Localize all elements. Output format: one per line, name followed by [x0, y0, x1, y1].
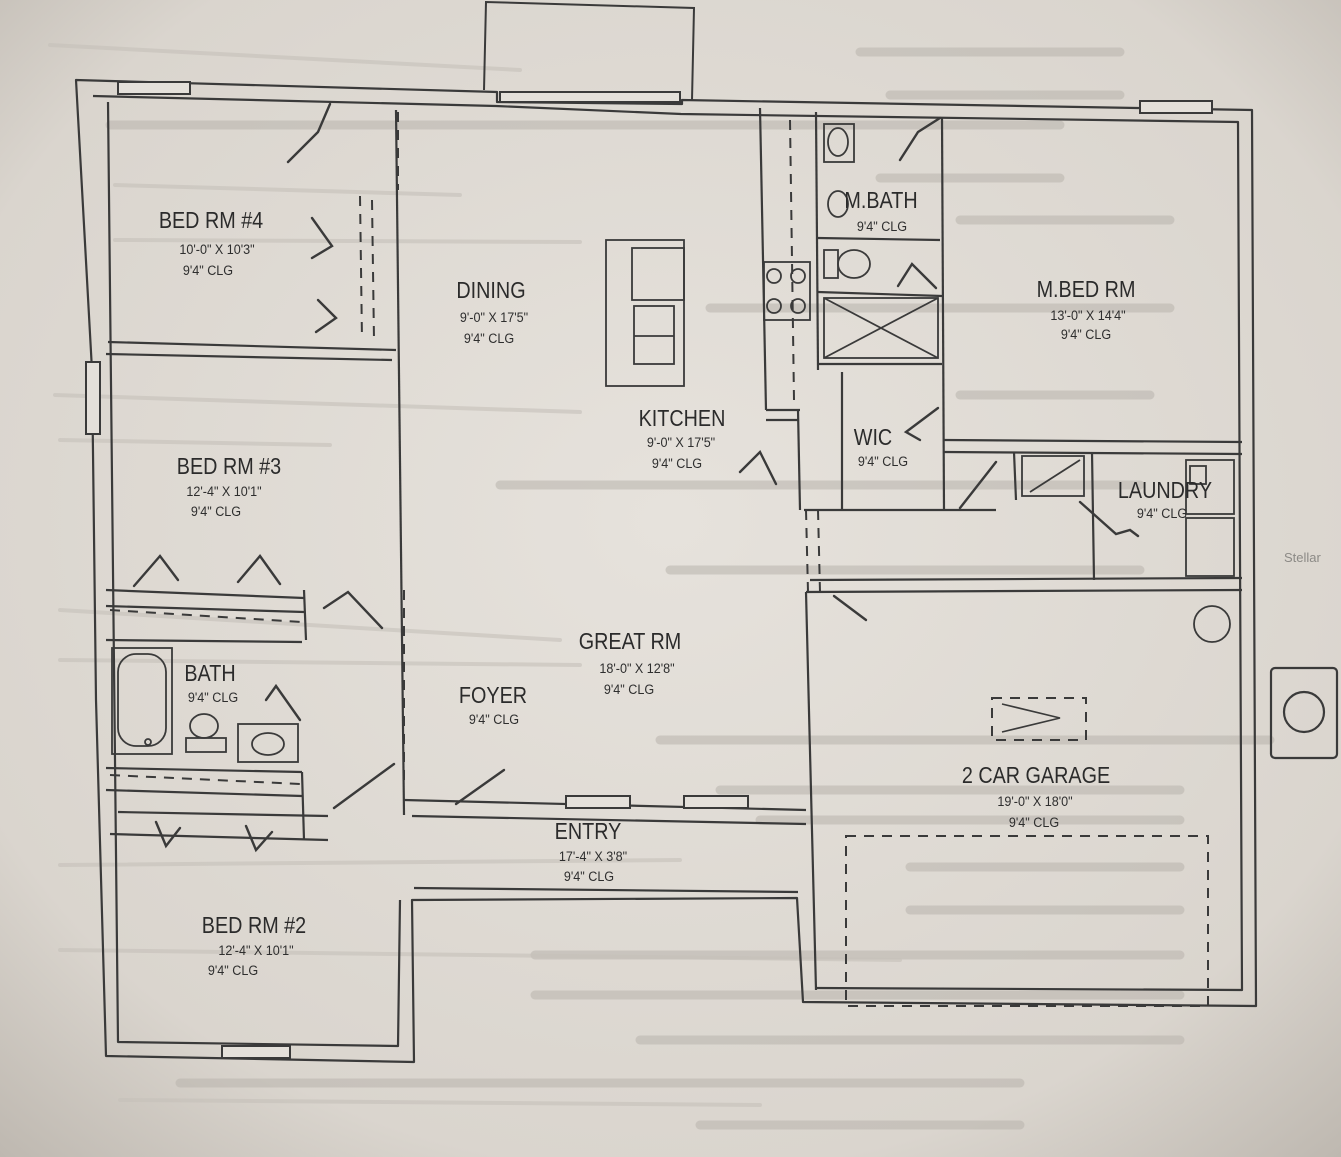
- room-dims: 17'-4" X 3'8": [559, 848, 628, 864]
- room-ceiling: 9'4" CLG: [191, 503, 241, 519]
- room-dims: 9'-0" X 17'5": [460, 309, 529, 325]
- room-name: M.BED RM: [1037, 277, 1136, 303]
- room-name: BATH: [184, 661, 235, 687]
- room-dims: 13'-0" X 14'4": [1050, 307, 1126, 323]
- windows: [85, 81, 1213, 1059]
- room-name: BED RM #2: [202, 913, 306, 939]
- dryer: [1185, 517, 1235, 577]
- show-through-lines: [105, 47, 1275, 1130]
- room-name: GREAT RM: [579, 629, 682, 655]
- label-m-bed-rm: M.BED RM 13'-0" X 14'4" 9'4" CLG: [1037, 277, 1136, 343]
- exterior-unit: [1269, 666, 1339, 760]
- washer: [1185, 459, 1235, 515]
- room-ceiling: 9'4" CLG: [183, 262, 233, 278]
- left-inner-wall: [106, 101, 402, 1048]
- bath-vanity: [237, 723, 299, 763]
- room-name: BED RM #4: [159, 208, 263, 234]
- room-dims: 12'-4" X 10'1": [218, 942, 294, 958]
- room-ceiling: 9'4" CLG: [858, 453, 908, 469]
- watermark: Stellar: [1284, 550, 1322, 565]
- room-ceiling: 9'4" CLG: [604, 681, 654, 697]
- room-ceiling: 9'4" CLG: [652, 455, 702, 471]
- label-great-rm: GREAT RM 18'-0" X 12'8" 9'4" CLG: [579, 629, 682, 698]
- room-dims: 12'-4" X 10'1": [186, 483, 262, 499]
- fixtures: [111, 123, 1235, 763]
- room-name: LAUNDRY: [1118, 478, 1212, 504]
- label-wic: WIC 9'4" CLG: [854, 425, 908, 470]
- dashed-lines: [109, 112, 1209, 1007]
- room-labels: BED RM #4 10'-0" X 10'3" 9'4" CLG DINING…: [159, 188, 1212, 979]
- label-m-bath: M.BATH 9'4" CLG: [844, 188, 917, 235]
- room-dims: 10'-0" X 10'3": [179, 241, 255, 257]
- label-2-car-garage: 2 CAR GARAGE 19'-0" X 18'0" 9'4" CLG: [962, 763, 1110, 831]
- room-name: WIC: [854, 425, 892, 451]
- room-dims: 18'-0" X 12'8": [599, 660, 675, 676]
- room-ceiling: 9'4" CLG: [1009, 814, 1059, 830]
- label-bed-rm-4: BED RM #4 10'-0" X 10'3" 9'4" CLG: [159, 208, 263, 279]
- label-dining: DINING 9'-0" X 17'5" 9'4" CLG: [456, 278, 528, 347]
- room-ceiling: 9'4" CLG: [469, 711, 519, 727]
- inner-wall-offset: [92, 94, 1244, 992]
- room-name: FOYER: [459, 683, 527, 709]
- label-foyer: FOYER 9'4" CLG: [459, 683, 527, 728]
- label-kitchen: KITCHEN 9'-0" X 17'5" 9'4" CLG: [639, 406, 726, 472]
- m-bath-sink: [827, 127, 849, 157]
- kitchen-island: [605, 239, 685, 387]
- label-bed-rm-3: BED RM #3 12'-4" X 10'1" 9'4" CLG: [177, 454, 281, 520]
- garage-door-arrow: [1001, 703, 1061, 733]
- kitchen-sink: [633, 305, 675, 365]
- rear-porch: [483, 0, 696, 101]
- room-name: BED RM #3: [177, 454, 281, 480]
- room-name: 2 CAR GARAGE: [962, 763, 1110, 789]
- room-ceiling: 9'4" CLG: [1061, 326, 1111, 342]
- room-ceiling: 9'4" CLG: [564, 868, 614, 884]
- room-dims: 9'-0" X 17'5": [647, 434, 716, 450]
- door-swings: [132, 102, 1140, 853]
- room-name: ENTRY: [555, 819, 622, 845]
- label-bath: BATH 9'4" CLG: [184, 661, 238, 706]
- room-ceiling: 9'4" CLG: [208, 962, 258, 978]
- label-laundry: LAUNDRY 9'4" CLG: [1118, 478, 1212, 522]
- room-ceiling: 9'4" CLG: [464, 330, 514, 346]
- room-name: M.BATH: [844, 188, 917, 214]
- cooktop-burner: [766, 268, 782, 284]
- garage-fixture: [1193, 605, 1231, 643]
- label-bed-rm-2: BED RM #2 12'-4" X 10'1" 9'4" CLG: [202, 913, 306, 979]
- label-entry: ENTRY 17'-4" X 3'8" 9'4" CLG: [555, 819, 628, 885]
- show-through-fine-lines: [48, 43, 902, 1107]
- room-ceiling: 9'4" CLG: [857, 218, 907, 234]
- m-bath-shower: [823, 297, 939, 359]
- room-ceiling: 9'4" CLG: [188, 689, 238, 705]
- room-dims: 19'-0" X 18'0": [997, 793, 1073, 809]
- room-name: DINING: [456, 278, 525, 304]
- water-heater: [1021, 455, 1085, 497]
- room-ceiling: 9'4" CLG: [1137, 505, 1187, 521]
- bath-tub: [111, 647, 173, 755]
- room-name: KITCHEN: [639, 406, 726, 432]
